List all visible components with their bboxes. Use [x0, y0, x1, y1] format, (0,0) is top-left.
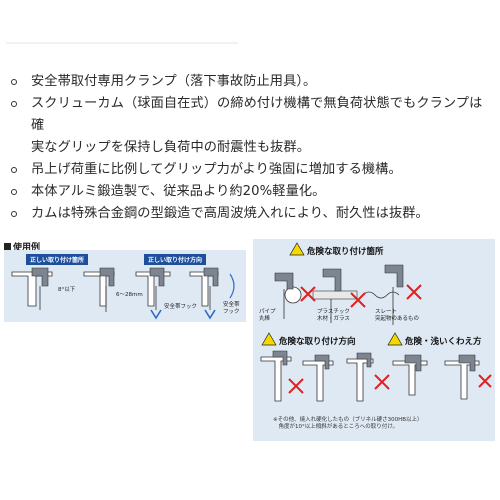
pipe-label: パイプ 丸棒	[259, 309, 276, 322]
feature-item: カムは特殊合金鋼の型鍛造で高周波焼入れにより、耐久性は抜群。	[10, 203, 494, 225]
feature-line: 実なグリップを保持し負荷中の耐震性も抜群。	[31, 140, 311, 155]
circle-bullet-icon	[11, 167, 17, 173]
clamp-icon	[149, 267, 165, 287]
circle-bullet-icon	[11, 101, 17, 107]
clamp-icon	[404, 354, 422, 372]
cross-mark-icon	[350, 292, 366, 308]
beam-shape	[392, 360, 428, 396]
clamp-icon	[458, 354, 476, 372]
danger-usage-illustration	[260, 242, 492, 402]
circle-bullet-icon	[11, 211, 17, 217]
clamp-icon	[384, 264, 404, 288]
danger-place-title: 危険な取り付け箇所	[307, 247, 384, 257]
clamp-icon	[31, 267, 49, 287]
feature-item: 安全帯取付専用クランプ（落下事故防止用具）。	[10, 71, 494, 93]
usage-title-text: 使用例	[13, 243, 41, 253]
top-divider-line	[6, 42, 238, 44]
feature-item: スクリューカム（球面自在式）の締め付け機構で無負荷状態でもクランプは確 実なグリ…	[10, 93, 494, 159]
feature-line: 吊上げ荷重に比例してグリップ力がより強固に増加する機構。	[31, 162, 402, 177]
cross-mark-icon	[288, 378, 304, 394]
beam-shape	[260, 356, 292, 402]
dim-angle-label: 8°以下	[58, 287, 76, 293]
beam-shape	[346, 358, 374, 402]
circle-bullet-icon	[11, 189, 17, 195]
plastic-board-shape	[312, 290, 358, 300]
clamp-icon	[203, 267, 219, 287]
slate-wave-shape	[362, 291, 400, 299]
feature-list: 安全帯取付専用クランプ（落下事故防止用具）。 スクリューカム（球面自在式）の締め…	[10, 71, 494, 225]
warning-triangle-icon	[261, 332, 277, 346]
dim-range-label: 6～28mm	[116, 292, 143, 298]
cross-mark-icon	[406, 284, 422, 300]
feature-line: カムは特殊合金鋼の型鍛造で高周波焼入れにより、耐久性は抜群。	[31, 206, 429, 221]
cross-mark-icon	[478, 374, 492, 388]
usage-section-title: 使用例	[4, 240, 40, 253]
danger-usage-panel: 危険な取り付け箇所 危険な取り付け方向 危険・浅いくわえ方 パイプ 丸棒 プラス…	[253, 239, 495, 441]
hook-label: 安全帯フック	[164, 304, 198, 310]
danger-direction-title: 危険な取り付け方向	[279, 337, 356, 347]
arrow-down-icon	[150, 309, 162, 320]
cross-mark-icon	[300, 286, 316, 302]
clamp-icon	[99, 267, 115, 287]
feature-item: 本体アルミ鍛造製で、従来品より約20%軽量化。	[10, 181, 494, 203]
feature-line: 本体アルミ鍛造製で、従来品より約20%軽量化。	[31, 184, 326, 199]
warning-triangle-icon	[289, 242, 305, 256]
beam-shape	[135, 271, 171, 307]
circle-bullet-icon	[11, 79, 17, 85]
arrow-down-icon	[204, 309, 216, 320]
plastic-label: プラスチック 木材・ガラス	[317, 309, 350, 322]
hook-label-2: 安全帯 フック	[223, 302, 240, 315]
arrow-curve-icon	[229, 273, 235, 299]
correct-usage-panel: 正しい取り付け箇所 正しい取り付け方向 8°以下 6～28mm 安全帯フック 安…	[4, 250, 246, 322]
clamp-icon	[314, 354, 330, 370]
feature-line: 安全帯取付専用クランプ（落下事故防止用具）。	[31, 74, 317, 89]
clamp-icon	[272, 350, 288, 366]
slate-label: スレート 突起物のあるもの	[375, 309, 420, 322]
beam-shape	[444, 360, 480, 400]
cross-mark-icon	[374, 374, 390, 390]
clamp-icon	[274, 272, 294, 290]
clamp-icon	[322, 268, 342, 292]
beam-shape	[11, 271, 53, 307]
correct-direction-tag: 正しい取り付け方向	[144, 254, 207, 265]
warning-triangle-icon	[387, 332, 403, 346]
beam-shape	[302, 360, 334, 402]
clamp-icon	[356, 352, 372, 368]
danger-shallow-title: 危険・浅いくわえ方	[405, 337, 482, 347]
feature-line: スクリューカム（球面自在式）の締め付け機構で無負荷状態でもクランプは確	[31, 96, 483, 133]
danger-note: ※その他、焼入れ硬化したもの（ブリネル硬さ300HB以上） 角度が10°以上傾斜…	[273, 417, 423, 430]
feature-item: 吊上げ荷重に比例してグリップ力がより強固に増加する機構。	[10, 159, 494, 181]
pipe-shape	[284, 286, 302, 304]
square-bullet-icon	[4, 243, 11, 250]
correct-place-tag: 正しい取り付け箇所	[26, 254, 89, 265]
correct-usage-illustration	[11, 267, 235, 320]
